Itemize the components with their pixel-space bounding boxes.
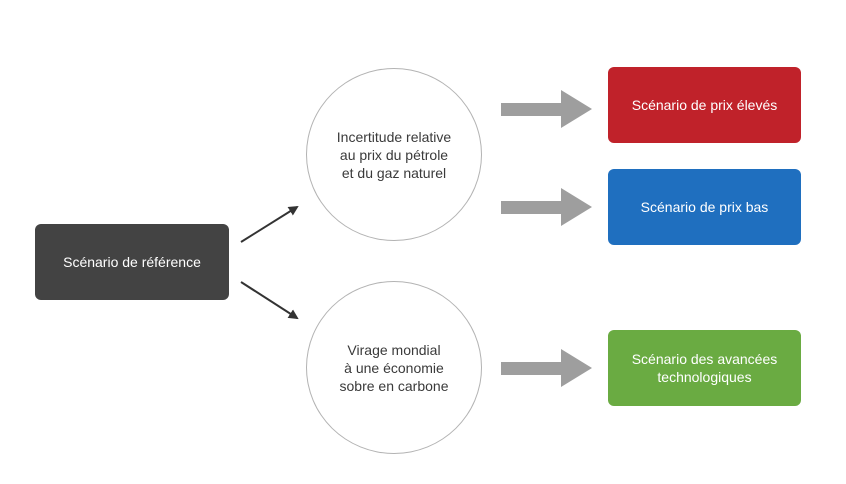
- connector-to-transition: [240, 281, 299, 320]
- uncertainty-circle: Incertitude relative au prix du pétrole …: [306, 68, 482, 241]
- block-arrow-low-price: [501, 188, 592, 226]
- block-arrow-technology: [501, 349, 592, 387]
- technology-scenario-label: Scénario des avancées technologiques: [631, 351, 778, 385]
- high-price-scenario-label: Scénario de prix élevés: [631, 97, 778, 113]
- low-price-scenario-label: Scénario de prix bas: [640, 199, 769, 215]
- high-price-scenario-box: Scénario de prix élevés: [608, 67, 801, 143]
- transition-circle: Virage mondial à une économie sobre en c…: [306, 281, 482, 454]
- connector-to-uncertainty: [240, 205, 299, 243]
- block-arrow-high-price: [501, 90, 592, 128]
- technology-scenario-box: Scénario des avancées technologiques: [608, 330, 801, 406]
- uncertainty-label: Incertitude relative au prix du pétrole …: [336, 128, 452, 181]
- reference-scenario-box: Scénario de référence: [35, 224, 229, 300]
- low-price-scenario-box: Scénario de prix bas: [608, 169, 801, 245]
- transition-label: Virage mondial à une économie sobre en c…: [339, 341, 449, 394]
- reference-scenario-label: Scénario de référence: [63, 254, 201, 270]
